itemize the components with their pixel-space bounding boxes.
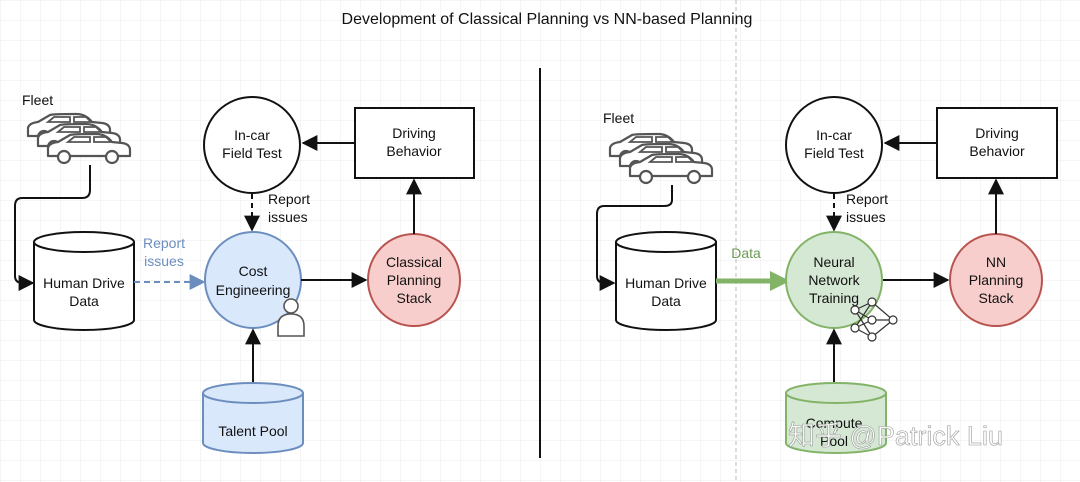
left-talent-pool-cylinder: Talent Pool [202, 382, 304, 454]
right-compute-line2: Pool [820, 433, 848, 449]
left-stack-line3: Stack [396, 290, 432, 306]
left-data-label-line2: Data [69, 293, 99, 309]
person-icon [277, 298, 305, 337]
right-data-edge-label: Data [731, 245, 761, 261]
left-talent-pool-label: Talent Pool [218, 423, 287, 439]
right-panel: Fleet Human Drive Data Data In-car Field… [596, 96, 1058, 454]
left-fleet-label: Fleet [22, 92, 53, 108]
neural-network-icon [850, 297, 898, 342]
left-data-edge-label-line1: Report [143, 235, 185, 251]
right-data-label-line1: Human Drive [625, 275, 707, 291]
right-driving-behavior-line1: Driving [975, 125, 1019, 141]
left-stack-line1: Classical [386, 254, 442, 270]
right-data-label-line2: Data [651, 293, 681, 309]
left-data-label-line1: Human Drive [43, 275, 125, 291]
left-report-issues-line2: issues [268, 209, 308, 225]
watermark: 知乎 @Patrick Liu [788, 421, 1003, 451]
left-driving-behavior-node: Driving Behavior [354, 107, 475, 179]
diagram-title: Development of Classical Planning vs NN-… [342, 11, 753, 28]
right-field-test-line2: Field Test [804, 145, 864, 161]
left-panel: Fleet Human Drive Data Report issues In-… [14, 92, 475, 454]
right-nn-training-node: Neural Network Training [785, 231, 883, 329]
right-field-test-line1: In-car [816, 127, 852, 143]
left-field-test-line1: In-car [234, 127, 270, 143]
left-classical-stack-node: Classical Planning Stack [367, 233, 461, 327]
right-report-issues-line2: issues [846, 209, 886, 225]
left-cost-line2: Engineering [216, 282, 291, 298]
left-stack-line2: Planning [387, 272, 442, 288]
right-field-test-node: In-car Field Test [785, 96, 883, 194]
right-fleet-to-data-arrow [596, 185, 673, 291]
left-field-test-node: In-car Field Test [203, 96, 301, 194]
right-driving-behavior-node: Driving Behavior [936, 107, 1058, 179]
right-training-line2: Network [808, 272, 860, 288]
left-human-drive-data-cylinder: Human Drive Data [33, 231, 135, 331]
right-stack-line3: Stack [978, 290, 1014, 306]
left-fleet-to-data-arrow [14, 165, 91, 291]
right-training-line1: Neural [813, 254, 854, 270]
right-stack-line2: Planning [969, 272, 1024, 288]
right-compute-line1: Compute [806, 415, 863, 431]
right-driving-behavior-line2: Behavior [969, 143, 1025, 159]
right-human-drive-data-cylinder: Human Drive Data [615, 231, 717, 331]
right-training-line3: Training [809, 290, 859, 306]
left-driving-behavior-line1: Driving [392, 125, 436, 141]
right-fleet-label: Fleet [603, 110, 634, 126]
right-stack-line1: NN [986, 254, 1006, 270]
left-cost-line1: Cost [239, 263, 268, 279]
left-field-test-line2: Field Test [222, 145, 282, 161]
right-compute-pool-cylinder: Compute Pool [785, 382, 887, 454]
right-nn-stack-node: NN Planning Stack [949, 233, 1043, 327]
left-data-edge-label-line2: issues [144, 253, 184, 269]
right-report-issues-line1: Report [846, 191, 888, 207]
left-report-issues-line1: Report [268, 191, 310, 207]
left-driving-behavior-line2: Behavior [386, 143, 442, 159]
